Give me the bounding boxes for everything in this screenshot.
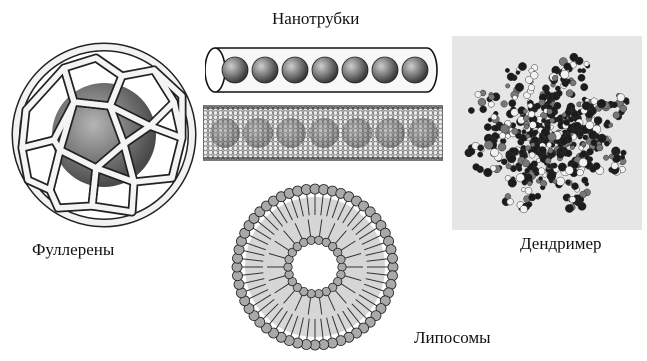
liposome-figure xyxy=(225,178,405,361)
dendrimer-label: Дендример xyxy=(520,234,602,254)
nanotube-schematic-icon xyxy=(205,40,445,100)
dendrimer-figure xyxy=(452,36,642,235)
fullerenes-label: Фуллерены xyxy=(32,240,114,260)
nanotube-mesh-icon xyxy=(203,102,443,164)
fullerene-figure xyxy=(4,40,204,235)
nanotube-mesh-figure xyxy=(203,102,443,169)
fullerene-icon xyxy=(4,40,204,230)
dendrimer-icon xyxy=(452,36,642,230)
nanotubes-label: Нанотрубки xyxy=(272,9,359,29)
nanotube-schematic-figure xyxy=(205,40,445,105)
liposomes-label: Липосомы xyxy=(414,328,491,348)
liposome-icon xyxy=(225,178,405,356)
